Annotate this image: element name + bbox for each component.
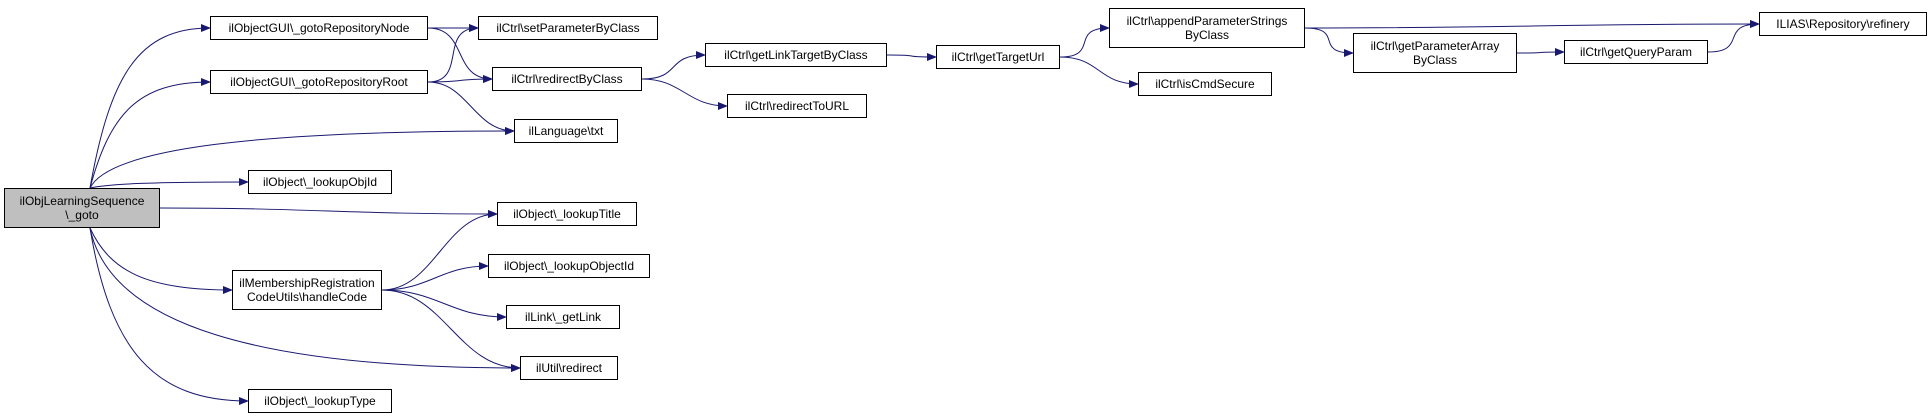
edge-goto-to-utilRedirect	[89, 227, 521, 372]
node-lookupTitle[interactable]: ilObject\_lookupTitle	[497, 202, 637, 226]
node-langTxt[interactable]: ilLanguage\txt	[514, 119, 618, 143]
node-getTargetUrl[interactable]: ilCtrl\getTargetUrl	[936, 45, 1060, 69]
edge-goto-to-gotoRepoRoot	[89, 78, 211, 189]
node-getParamArray[interactable]: ilCtrl\getParameterArray ByClass	[1353, 33, 1517, 73]
node-utilRedirect[interactable]: ilUtil\redirect	[520, 356, 618, 380]
edge-redirectByClass-to-getLinkTarget	[641, 51, 706, 80]
node-redirectByClass[interactable]: ilCtrl\redirectByClass	[492, 67, 642, 91]
edge-goto-to-langTxt	[89, 127, 515, 189]
edge-handleCode-to-getLink	[381, 289, 507, 321]
node-goto: ilObjLearningSequence \_goto	[4, 188, 160, 228]
node-lookupObjectId[interactable]: ilObject\_lookupObjectId	[488, 254, 650, 278]
edge-getTargetUrl-to-isCmdSecure	[1059, 56, 1139, 88]
node-isCmdSecure[interactable]: ilCtrl\isCmdSecure	[1138, 72, 1272, 96]
node-getLink[interactable]: ilLink\_getLink	[506, 305, 620, 329]
edge-handleCode-to-lookupTitle	[381, 210, 498, 291]
edge-redirectByClass-to-redirectToURL	[641, 78, 728, 110]
edge-handleCode-to-utilRedirect	[381, 289, 521, 372]
node-redirectToURL[interactable]: ilCtrl\redirectToURL	[727, 94, 867, 118]
node-refinery[interactable]: ILIAS\Repository\refinery	[1759, 12, 1927, 36]
edge-handleCode-to-lookupObjectId	[381, 262, 489, 291]
node-gotoRepoNode[interactable]: ilObjectGUI\_gotoRepositoryNode	[210, 16, 428, 40]
node-lookupObjId[interactable]: ilObject\_lookupObjId	[248, 170, 392, 194]
node-getLinkTarget[interactable]: ilCtrl\getLinkTargetByClass	[705, 43, 887, 67]
edge-getQueryParam-to-refinery	[1707, 20, 1760, 53]
edge-gotoRepoRoot-to-langTxt	[427, 81, 515, 135]
edge-gotoRepoRoot-to-setParam	[427, 24, 479, 83]
edge-getLinkTarget-to-getTargetUrl	[886, 52, 937, 61]
node-gotoRepoRoot[interactable]: ilObjectGUI\_gotoRepositoryRoot	[210, 70, 428, 94]
edge-appendParam-to-refinery	[1304, 20, 1760, 29]
edge-goto-to-lookupTitle	[159, 207, 498, 218]
edge-goto-to-gotoRepoNode	[89, 24, 211, 189]
edge-gotoRepoRoot-to-redirectByClass	[427, 75, 493, 84]
edge-getTargetUrl-to-appendParam	[1059, 24, 1110, 58]
node-handleCode[interactable]: ilMembershipRegistration CodeUtils\handl…	[232, 270, 382, 310]
node-lookupType[interactable]: ilObject\_lookupType	[248, 389, 392, 413]
node-getQueryParam[interactable]: ilCtrl\getQueryParam	[1564, 40, 1708, 64]
edge-goto-to-lookupType	[89, 227, 249, 405]
edge-goto-to-handleCode	[89, 227, 233, 294]
edge-goto-to-lookupObjId	[89, 178, 249, 189]
node-setParam[interactable]: ilCtrl\setParameterByClass	[478, 16, 658, 40]
edge-getParamArray-to-getQueryParam	[1516, 48, 1565, 57]
node-appendParam[interactable]: ilCtrl\appendParameterStrings ByClass	[1109, 8, 1305, 48]
edge-appendParam-to-getParamArray	[1304, 27, 1354, 57]
edge-gotoRepoNode-to-redirectByClass	[427, 27, 493, 83]
